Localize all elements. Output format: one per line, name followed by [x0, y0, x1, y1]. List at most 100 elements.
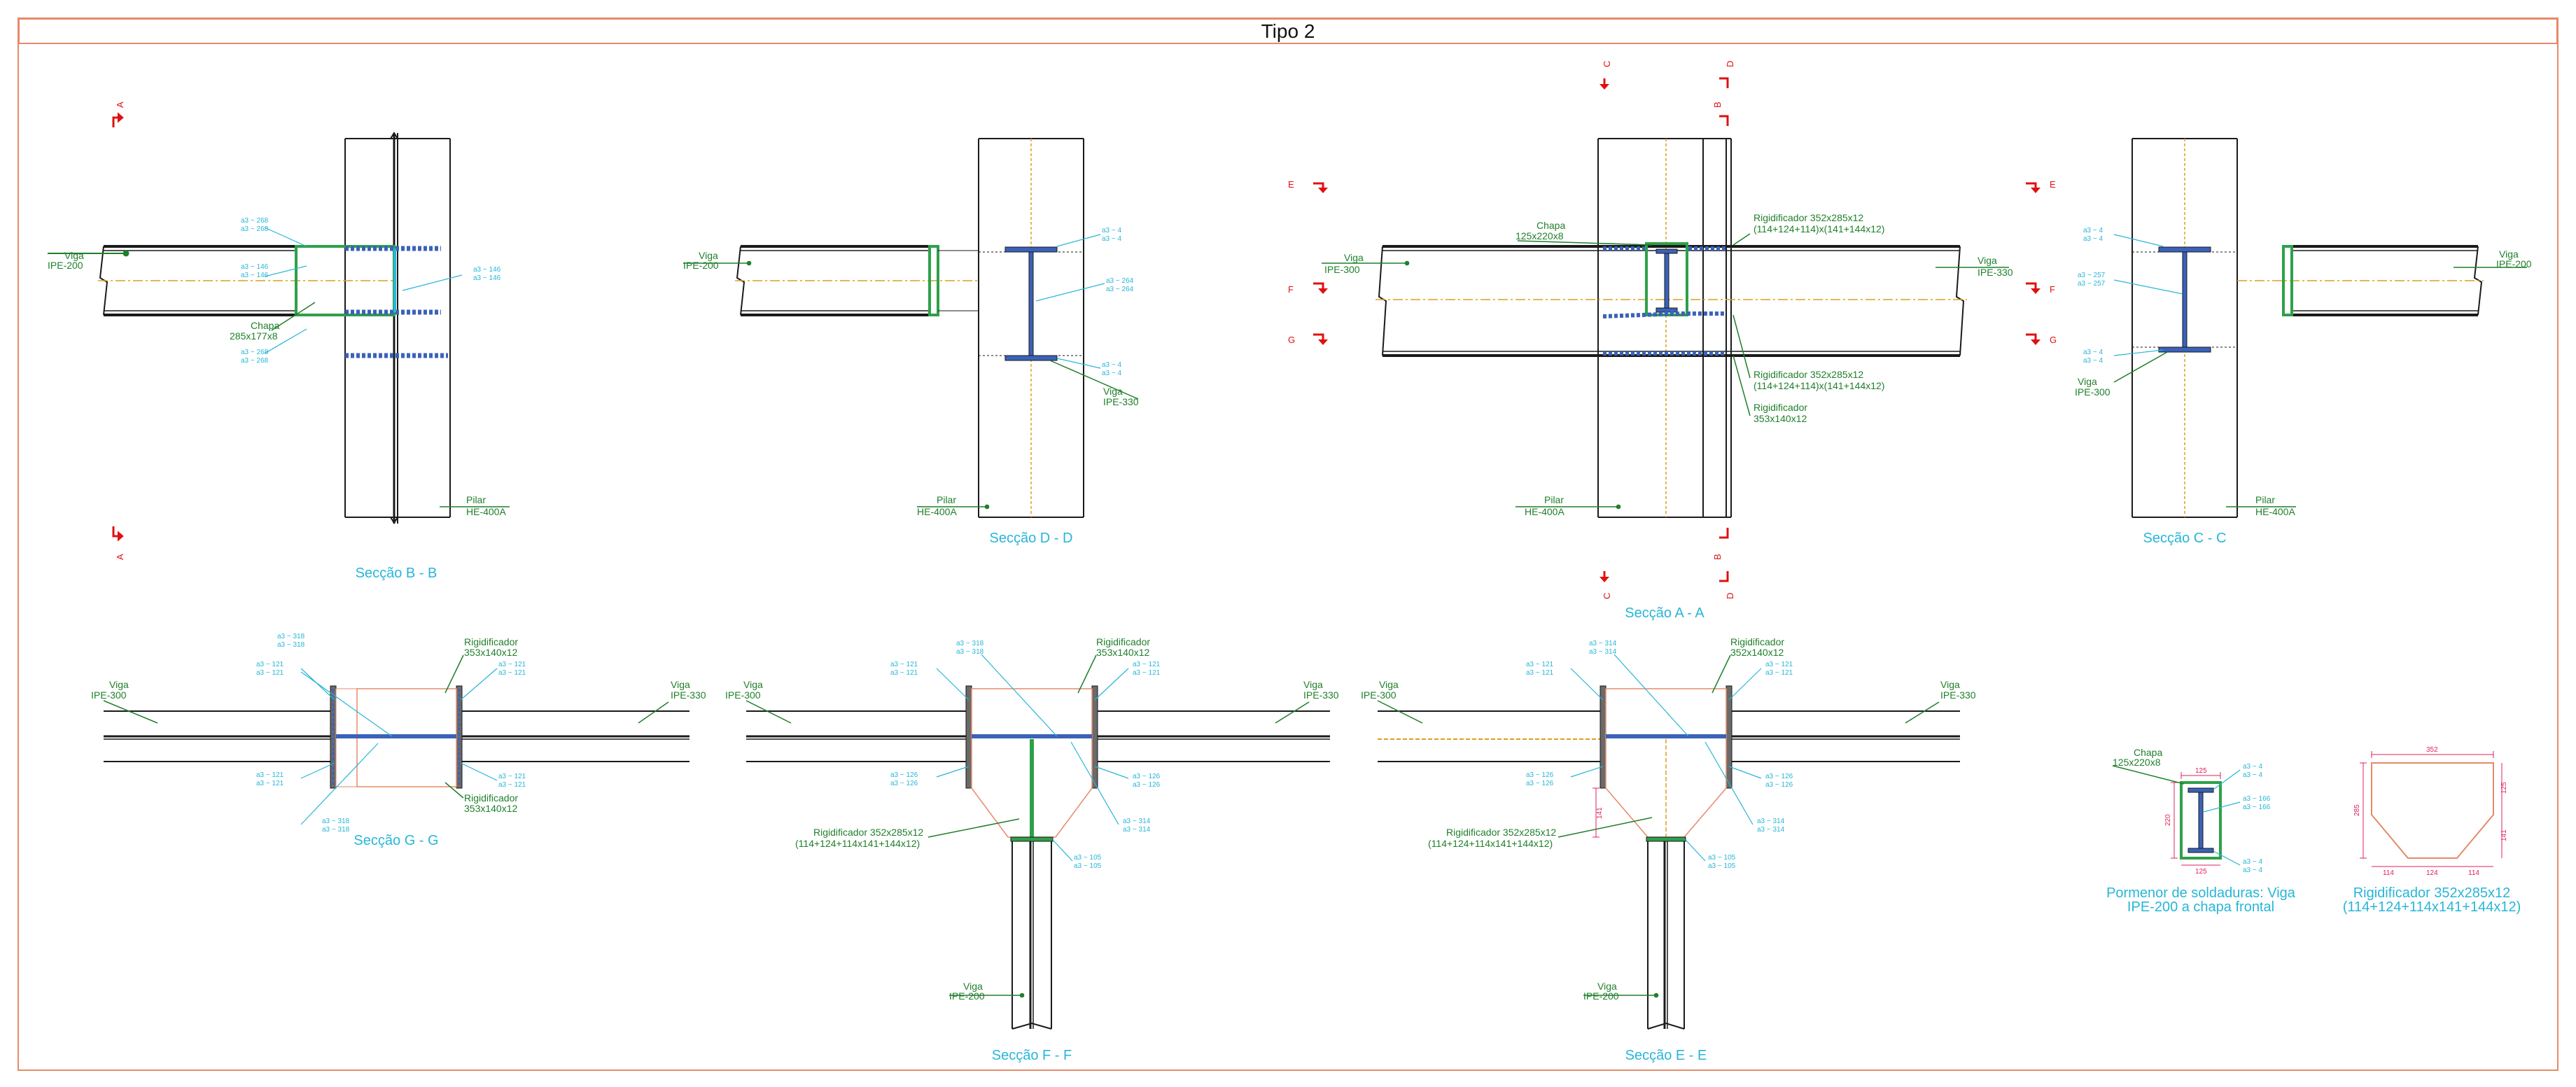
stiff-title-1: Rigidificador 352x285x12 — [2353, 885, 2511, 901]
dd-column-profile: HE-400A — [917, 506, 957, 517]
svg-text:a3 ~ 314: a3 ~ 314 — [1589, 648, 1617, 656]
ee-stiffener-big-dim: (114+124+114x141+144x12) — [1428, 838, 1553, 849]
stiff-title-2: (114+124+114x141+144x12) — [2343, 899, 2521, 915]
svg-text:a3 ~ 121: a3 ~ 121 — [498, 669, 526, 677]
ff-stiffener-top-dim: 353x140x12 — [1096, 647, 1150, 658]
svg-text:a3 ~ 121: a3 ~ 121 — [890, 661, 918, 668]
ee-beam-left-profile: IPE-300 — [1361, 689, 1396, 701]
svg-text:a3 ~ 121: a3 ~ 121 — [256, 669, 284, 677]
svg-text:a3 ~ 314: a3 ~ 314 — [1757, 826, 1785, 834]
aa-column-profile: HE-400A — [1525, 506, 1564, 517]
aa-stiffener-3-label: Rigidificador — [1754, 402, 1807, 413]
dd-beam2-label: Viga — [1103, 386, 1123, 397]
view-section-a-a: Viga IPE-300 Viga IPE-330 Pilar HE-400A … — [1288, 61, 2013, 621]
sheet-title: Tipo 2 — [1261, 20, 1315, 42]
svg-text:a3 ~ 314: a3 ~ 314 — [1123, 826, 1151, 834]
stiff-dim-left: 285 — [2353, 804, 2361, 816]
stiff-dim-bottom-2: 124 — [2426, 869, 2438, 877]
bb-weld-4: a3 ~ 146 — [473, 266, 501, 274]
ee-beam-right-profile: IPE-330 — [1940, 689, 1976, 701]
aa-stiffener-1-dim: (114+124+114)x(141+144x12) — [1754, 223, 1884, 234]
view-section-e-e: Viga IPE-300 Viga IPE-330 Rigidificador … — [1361, 636, 1976, 1063]
bb-title: Secção B - B — [356, 566, 438, 581]
svg-text:a3 ~ 4: a3 ~ 4 — [1102, 235, 1122, 243]
svg-text:a3 ~ 318: a3 ~ 318 — [322, 818, 350, 825]
svg-text:a3 ~ 121: a3 ~ 121 — [498, 781, 526, 789]
stiff-dim-top: 352 — [2426, 746, 2438, 754]
aa-cut-g: G — [1288, 335, 1295, 345]
svg-text:a3 ~ 4: a3 ~ 4 — [2083, 349, 2104, 356]
svg-text:a3 ~ 268: a3 ~ 268 — [241, 225, 269, 233]
svg-text:a3 ~ 121: a3 ~ 121 — [498, 773, 526, 780]
dd-title: Secção D - D — [990, 531, 1073, 546]
bb-plate-dim: 285x177x8 — [230, 330, 278, 342]
svg-text:a3 ~ 257: a3 ~ 257 — [2078, 272, 2106, 279]
cc-column-label: Pilar — [2255, 494, 2275, 505]
gg-stiffener-top-label: Rigidificador — [464, 636, 518, 647]
svg-text:a3 ~ 121: a3 ~ 121 — [1526, 661, 1554, 668]
ff-beam-left-profile: IPE-300 — [725, 689, 761, 701]
bb-weld-3: a3 ~ 268 — [241, 349, 269, 356]
svg-text:a3 ~ 166: a3 ~ 166 — [2243, 795, 2271, 803]
aa-cut-c-bottom: C — [1602, 593, 1612, 599]
aa-title: Secção A - A — [1625, 605, 1704, 621]
cc-beam2-label: Viga — [2078, 376, 2097, 387]
svg-text:a3 ~ 4: a3 ~ 4 — [2243, 771, 2263, 779]
svg-text:a3 ~ 126: a3 ~ 126 — [1765, 773, 1793, 780]
svg-text:a3 ~ 4: a3 ~ 4 — [1102, 370, 1122, 377]
view-section-d-d: Viga IPE-200 Viga IPE-330 Pilar HE-400A … — [683, 138, 1139, 546]
svg-text:a3 ~ 126: a3 ~ 126 — [1133, 781, 1161, 789]
aa-cut-b-top: B — [1712, 101, 1723, 108]
svg-text:a3 ~ 4: a3 ~ 4 — [2083, 227, 2104, 234]
bb-beam-label: Viga — [64, 250, 84, 261]
aa-cut-c-top: C — [1602, 61, 1612, 67]
aa-cut-d-top: D — [1725, 61, 1735, 67]
cc-column-profile: HE-400A — [2255, 506, 2295, 517]
aa-stiffener-3-dim: 353x140x12 — [1754, 413, 1807, 424]
ee-stiffener-top-label: Rigidificador — [1730, 636, 1784, 647]
svg-text:a3 ~ 121: a3 ~ 121 — [1765, 669, 1793, 677]
svg-text:a3 ~ 4: a3 ~ 4 — [2243, 867, 2263, 874]
ff-stiffener-top-label: Rigidificador — [1096, 636, 1150, 647]
svg-text:a3 ~ 105: a3 ~ 105 — [1074, 862, 1102, 870]
svg-text:a3 ~ 314: a3 ~ 314 — [1757, 818, 1785, 825]
stiff-dim-bottom-1: 114 — [2383, 869, 2394, 877]
cc-cut-g: G — [2050, 335, 2057, 345]
svg-text:a3 ~ 4: a3 ~ 4 — [1102, 361, 1122, 369]
svg-text:a3 ~ 257: a3 ~ 257 — [2078, 280, 2106, 288]
view-section-f-f: Viga IPE-300 Viga IPE-330 Rigidificador … — [725, 636, 1339, 1063]
svg-text:a3 ~ 105: a3 ~ 105 — [1708, 854, 1736, 862]
bb-beam-profile: IPE-200 — [48, 260, 83, 271]
svg-text:a3 ~ 126: a3 ~ 126 — [1765, 781, 1793, 789]
aa-column-label: Pilar — [1544, 494, 1564, 505]
ff-stiffener-big-dim: (114+124+114x141+144x12) — [795, 838, 920, 849]
svg-text:a3 ~ 314: a3 ~ 314 — [1123, 818, 1151, 825]
svg-text:a3 ~ 4: a3 ~ 4 — [1102, 227, 1122, 234]
cc-cut-f: F — [2050, 284, 2055, 295]
svg-text:a3 ~ 121: a3 ~ 121 — [256, 780, 284, 787]
stiff-dim-bottom-3: 114 — [2468, 869, 2479, 877]
svg-text:a3 ~ 121: a3 ~ 121 — [498, 661, 526, 668]
cc-beam-profile: IPE-200 — [2496, 258, 2532, 269]
bb-cut-top: A — [115, 101, 125, 108]
detail-weld: 125 220 125 Chapa 125x220x8 a3 ~ 4a3 ~ 4… — [2106, 747, 2296, 915]
aa-cut-f: F — [1288, 284, 1294, 295]
weld-title-2: IPE-200 a chapa frontal — [2127, 899, 2274, 915]
ee-stiffener-big-label: Rigidificador 352x285x12 — [1446, 827, 1556, 838]
aa-stiffener-1-label: Rigidificador 352x285x12 — [1754, 212, 1863, 223]
ff-beam-down-label: Viga — [963, 981, 983, 992]
aa-beam-right-label: Viga — [1977, 255, 1997, 266]
stiff-dim-right-2: 141 — [2500, 829, 2508, 841]
ff-beam-right-label: Viga — [1303, 679, 1323, 690]
cc-title: Secção C - C — [2143, 531, 2227, 546]
ee-beam-down-profile: IPE-200 — [1583, 990, 1619, 1002]
weld-dim-bottom: 125 — [2195, 868, 2207, 876]
svg-text:a3 ~ 121: a3 ~ 121 — [1526, 669, 1554, 677]
gg-beam-right-label: Viga — [671, 679, 690, 690]
bb-cut-bottom: A — [115, 554, 125, 560]
aa-stiffener-2-dim: (114+124+114)x(141+144x12) — [1754, 380, 1884, 391]
gg-beam-left-profile: IPE-300 — [91, 689, 127, 701]
svg-text:a3 ~ 105: a3 ~ 105 — [1708, 862, 1736, 870]
ff-beam-down-profile: IPE-200 — [949, 990, 985, 1002]
